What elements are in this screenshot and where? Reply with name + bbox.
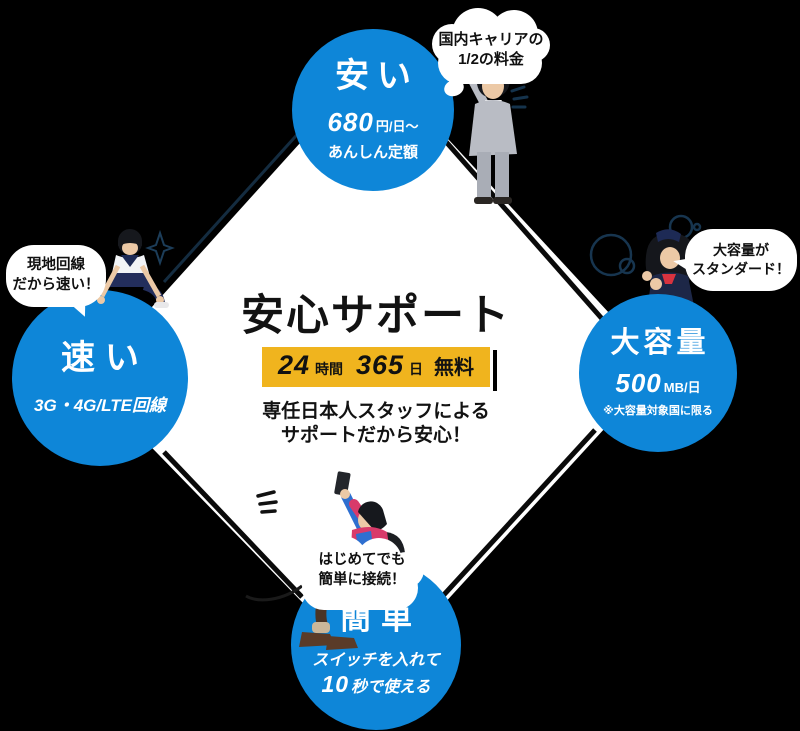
time-unit: 秒で使える xyxy=(351,678,431,696)
dash-lines-icon xyxy=(256,490,278,514)
support-badge: 24 時間 365 日 無料 xyxy=(261,347,498,392)
bubble-text-cheap: 国内キャリアの 1/2の料金 xyxy=(430,30,552,71)
badge-accent-bar xyxy=(493,350,498,392)
diamond-outline-bottom-left xyxy=(162,450,304,599)
bubble-line: はじめてでも xyxy=(318,552,406,568)
feature-amount: 500 MB/日 xyxy=(615,368,700,399)
runner-illustration xyxy=(97,229,169,308)
speech-bubble-capacity: 大容量が スタンダード！ xyxy=(672,229,797,291)
speech-bubble-easy: はじめてでも 簡単に接続！ xyxy=(296,536,428,614)
amount-unit: MB/日 xyxy=(663,379,701,395)
price-number: 680 xyxy=(327,106,374,137)
diamond-outline-top-right xyxy=(431,125,606,323)
feature-circle-capacity: 大容量 500 MB/日 ※大容量対象国に限る xyxy=(579,294,737,452)
bubble-line: 国内キャリアの xyxy=(438,31,544,48)
badge-hours-unit: 時間 xyxy=(314,361,343,378)
amount-number: 500 xyxy=(615,367,662,398)
price-unit: 円/日～ xyxy=(375,118,419,134)
diamond-outline-top-left xyxy=(162,125,306,284)
badge-days-number: 365 xyxy=(355,350,405,381)
feature-title-capacity: 大容量 xyxy=(610,326,710,359)
diamond-outline-bottom-right xyxy=(438,428,597,601)
main-title: 安心サポート xyxy=(241,292,511,340)
cloud-tail-swirl xyxy=(245,584,303,602)
bubble-line: スタンダード！ xyxy=(692,261,790,277)
feature-time: 10 秒で使える xyxy=(321,671,430,698)
time-number: 10 xyxy=(321,670,350,697)
bubble-text-easy: はじめてでも 簡単に接続！ xyxy=(296,551,428,590)
feature-sub-easy: スイッチを入れて xyxy=(312,651,440,669)
bubble-line: 1/2の料金 xyxy=(458,51,524,69)
badge-free-label: 無料 xyxy=(434,357,475,380)
feature-title-cheap: 安い xyxy=(335,56,419,95)
feature-sub-cheap: あんしん定額 xyxy=(327,143,418,161)
center-desc-line2: サポートだから安心！ xyxy=(280,425,471,447)
cloud-base xyxy=(302,566,418,610)
bubble-tail xyxy=(672,256,692,272)
feature-title-fast: 速い xyxy=(61,338,149,377)
speech-bubble-fast: 現地回線 だから速い！ xyxy=(6,245,106,320)
cloud-base xyxy=(438,42,542,84)
feature-price: 680 円/日～ xyxy=(327,107,418,138)
center-description: 専任日本人スタッフによる サポートだから安心！ xyxy=(200,400,552,448)
badge-hours-number: 24 xyxy=(277,350,310,381)
bubble-line: 大容量が xyxy=(713,242,769,259)
speed-lines-icon xyxy=(510,85,529,109)
feature-circle-fast: 速い 3G・4G/LTE回線 xyxy=(12,290,188,466)
sparkle-icon xyxy=(145,229,175,267)
feature-sub-fast: 3G・4G/LTE回線 xyxy=(34,395,166,415)
badge-days-unit: 日 xyxy=(409,361,424,378)
bubble-line: 現地回線 xyxy=(27,257,85,274)
center-desc-line1: 専任日本人スタッフによる xyxy=(262,401,490,423)
bubble-line: だから速い！ xyxy=(12,277,100,293)
feature-circle-cheap: 安い 680 円/日～ あんしん定額 xyxy=(292,29,454,191)
bubble-line: 簡単に接続！ xyxy=(318,571,406,588)
feature-note-capacity: ※大容量対象国に限る xyxy=(603,404,713,417)
center-copy: 安心サポート 24 時間 365 日 無料 専任日本人スタッフによる サポートだ… xyxy=(200,292,552,448)
speech-bubble-cheap: 国内キャリアの 1/2の料金 xyxy=(430,6,552,99)
